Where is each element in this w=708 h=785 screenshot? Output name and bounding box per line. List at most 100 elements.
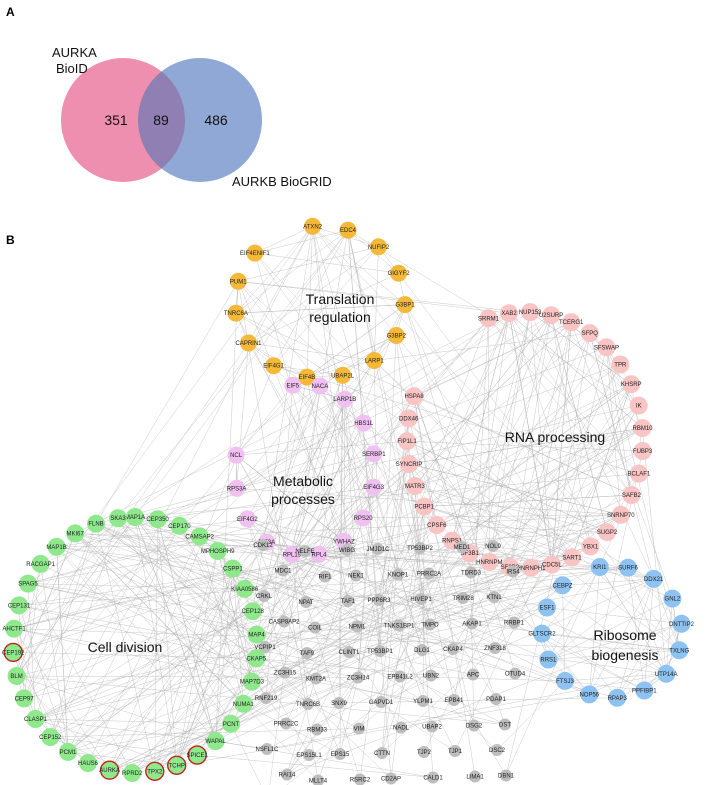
network-edge-519 <box>424 506 654 580</box>
node-rrs1: RRS1 <box>539 650 558 669</box>
node-label: BLM <box>10 674 22 680</box>
node-label: SURF6 <box>618 566 638 572</box>
network-edge-376 <box>317 318 489 781</box>
network-edge-367 <box>312 226 381 652</box>
node-circle <box>467 668 479 681</box>
node-label: SFPQ <box>582 331 599 337</box>
node-safb2: SAFB2 <box>622 486 642 504</box>
node-label: APC <box>467 673 480 679</box>
node-gltscr2: GLTSCR2 <box>528 624 556 643</box>
node-circle <box>563 548 581 567</box>
node-circle <box>246 244 264 262</box>
node-hnrnpm: HNRNPM <box>476 553 502 571</box>
node-label: EIF5 <box>286 383 299 389</box>
network-edge-538 <box>513 585 563 623</box>
network-edge-164 <box>235 454 293 555</box>
node-rrbp1: RRBP1 <box>504 616 525 629</box>
node-esf1: ESF1 <box>538 598 556 617</box>
node-npat: NPAT <box>298 596 314 608</box>
node-circle <box>99 760 120 780</box>
node-atxn2: ATXN2 <box>303 217 323 235</box>
node-circle <box>417 695 429 707</box>
node-circle <box>342 595 354 607</box>
network-edge-274 <box>132 634 257 774</box>
network-edge-51 <box>408 463 553 565</box>
network-edge-531 <box>306 564 552 654</box>
node-label: FLNB <box>88 522 103 528</box>
node-circle <box>479 309 498 328</box>
node-label: NADL <box>393 726 410 732</box>
node-label: TRIM28 <box>452 596 474 602</box>
node-rpl19: RPL19 <box>283 546 302 563</box>
network-edge-292 <box>627 567 682 624</box>
node-circle <box>240 334 257 352</box>
node-label: CSPP1 <box>223 567 243 573</box>
node-circle <box>279 666 291 679</box>
node-eps15l1: EPS15L1 <box>296 749 322 761</box>
network-edge-304 <box>589 566 601 695</box>
network-edge-411 <box>589 333 654 579</box>
node-label: DLG1 <box>414 648 430 654</box>
network-edge-189 <box>40 563 69 752</box>
node-label: TJP2 <box>417 750 432 756</box>
network-edge-345 <box>256 627 316 659</box>
node-circle <box>562 313 581 332</box>
node-ncl: NCL <box>227 446 245 464</box>
node-hnrnph1: HNRNPH1 <box>516 558 546 577</box>
network-edge-10 <box>238 246 379 282</box>
node-label: SKA3 <box>110 516 126 522</box>
venn-only-aurkb-count: 486 <box>204 112 228 128</box>
node-sfswap: SFSWAP <box>594 338 619 357</box>
network-edge-572 <box>306 585 563 654</box>
node-circle <box>354 509 372 527</box>
node-apc: APC <box>467 668 480 681</box>
node-label: CTTN <box>374 751 390 757</box>
node-circle <box>449 745 461 757</box>
node-vcpip1: VCPIP1 <box>254 641 276 653</box>
network-edge-560 <box>179 525 515 623</box>
node-label: SERBP1 <box>362 452 386 458</box>
network-edge-313 <box>589 650 680 695</box>
network-edge-613 <box>215 281 239 742</box>
node-label: TPX2 <box>147 769 163 775</box>
node-circle <box>619 558 637 577</box>
network-edge-416 <box>235 312 632 496</box>
network-edge-438 <box>215 740 434 778</box>
node-circle <box>247 649 266 668</box>
node-label: TJP1 <box>448 749 463 755</box>
venn-overlap-region <box>138 71 185 169</box>
node-label: AURKA <box>99 768 120 774</box>
node-label: UBAP2L <box>331 373 355 379</box>
node-label: MPHOSPH9 <box>201 549 235 555</box>
node-circle <box>395 721 407 734</box>
node-circle <box>488 591 500 603</box>
node-trim28: TRIM28 <box>452 592 474 604</box>
node-spag5: SPAG5 <box>18 574 38 593</box>
node-epb41: EPB41 <box>445 694 464 706</box>
node-circle <box>635 681 654 700</box>
node-label: WAPAL <box>205 739 226 745</box>
network-edge-96 <box>489 494 632 563</box>
node-tjp1: TJP1 <box>448 745 463 757</box>
node-circle <box>597 338 616 357</box>
node-label: TNRC6A <box>224 311 248 317</box>
node-label: CEP128 <box>242 609 265 615</box>
network-edge-366 <box>87 566 510 764</box>
node-circle <box>581 537 600 556</box>
network-edge-593 <box>117 518 392 779</box>
network-edge-168 <box>235 454 345 542</box>
node-eif4enif1: EIF4ENIF1 <box>240 244 270 262</box>
node-circle <box>365 478 383 496</box>
network-edge-563 <box>237 281 345 542</box>
network-edge-72 <box>630 384 643 452</box>
node-ybx1: YBX1 <box>581 537 600 556</box>
node-label: CEP170 <box>168 524 191 530</box>
node-edc4: EDC4 <box>339 221 357 239</box>
node-eif4g2: EIF4G2 <box>237 510 258 528</box>
node-pcbp1: PCBP1 <box>414 497 435 516</box>
network-edge-526 <box>75 533 319 781</box>
node-label: PCM1 <box>60 750 77 756</box>
network-edge-559 <box>496 680 566 751</box>
node-tdrd3: TDRD3 <box>461 566 482 579</box>
